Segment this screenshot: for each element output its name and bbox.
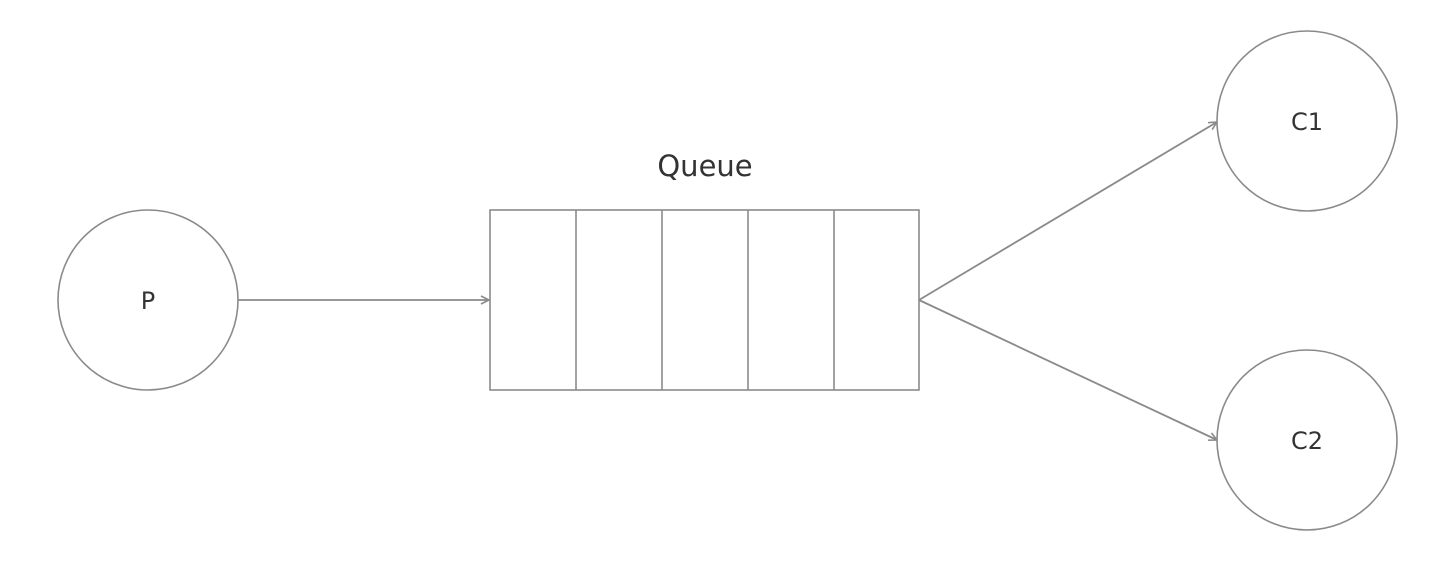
consumer-node-c1: C1 bbox=[1216, 30, 1398, 212]
consumer-c1-circle bbox=[1216, 30, 1398, 212]
queue-to-c1-arrow bbox=[918, 122, 1217, 301]
consumer-c2-circle bbox=[1216, 349, 1398, 531]
consumer-c2-label: C2 bbox=[1291, 427, 1323, 455]
queue-label: Queue bbox=[657, 149, 752, 183]
producer-node: P bbox=[57, 209, 239, 391]
queue-outline bbox=[489, 209, 920, 391]
consumer-node-c2: C2 bbox=[1216, 349, 1398, 531]
queue-box bbox=[489, 209, 920, 391]
producer-label: P bbox=[141, 287, 155, 315]
consumer-c1-label: C1 bbox=[1291, 108, 1323, 136]
queue-to-c2-arrow bbox=[918, 299, 1217, 440]
